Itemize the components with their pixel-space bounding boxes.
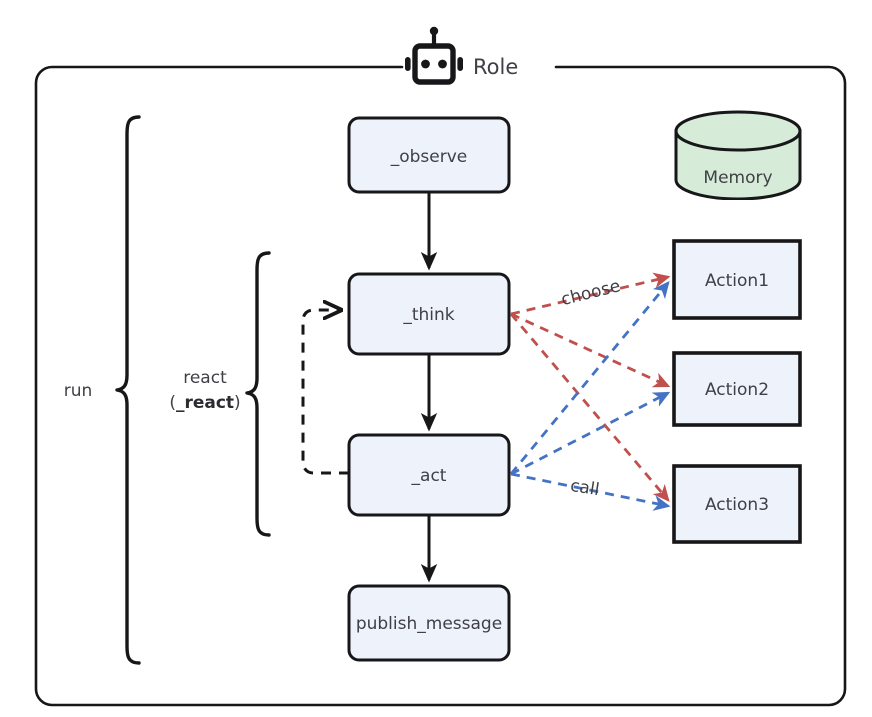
edge-think-to-action3 [509,313,670,502]
node-publish-message-label: publish_message [356,614,502,634]
action3-label: Action3 [705,495,769,515]
node-think[interactable]: _think [347,272,511,356]
action-box-action2[interactable]: Action2 [672,351,802,427]
edge-act-to-action1 [509,281,670,475]
react-paren-close: ) [234,393,241,413]
brace-run: run [64,115,141,665]
choose-edge-label: choose [559,276,622,310]
edge-think-to-action2 [510,312,671,388]
edge-act-to-action2 [510,391,671,476]
role-frame [34,65,847,707]
react-method-name: _react [176,393,234,413]
robot-icon [405,26,463,85]
brace-react: react (_react) [169,251,271,537]
react-paren-open: ( [169,393,176,413]
action-box-action1[interactable]: Action1 [672,239,802,320]
edge-act-to-action3 [510,472,671,511]
memory-label: Memory [703,168,772,188]
node-act-label: _act [411,466,447,486]
edge-act-to-think-loop [301,310,349,475]
node-act[interactable]: _act [347,433,511,517]
action1-label: Action1 [705,271,769,291]
node-think-label: _think [402,305,454,325]
node-observe[interactable]: _observe [347,116,511,194]
node-observe-label: _observe [390,147,468,167]
call-edge-label: call [569,476,601,500]
frame-title: Role [473,55,518,79]
edge-think-to-action1 [510,272,671,316]
call-edges [509,281,671,511]
action2-label: Action2 [705,380,769,400]
memory-store[interactable]: Memory [674,110,802,200]
action-box-action3[interactable]: Action3 [672,464,802,544]
brace-run-label: run [64,381,93,401]
node-publish-message[interactable]: publish_message [347,584,511,662]
choose-edges [509,272,671,502]
brace-react-label: react [183,368,227,388]
brace-react-internal-label: (_react) [169,393,240,413]
